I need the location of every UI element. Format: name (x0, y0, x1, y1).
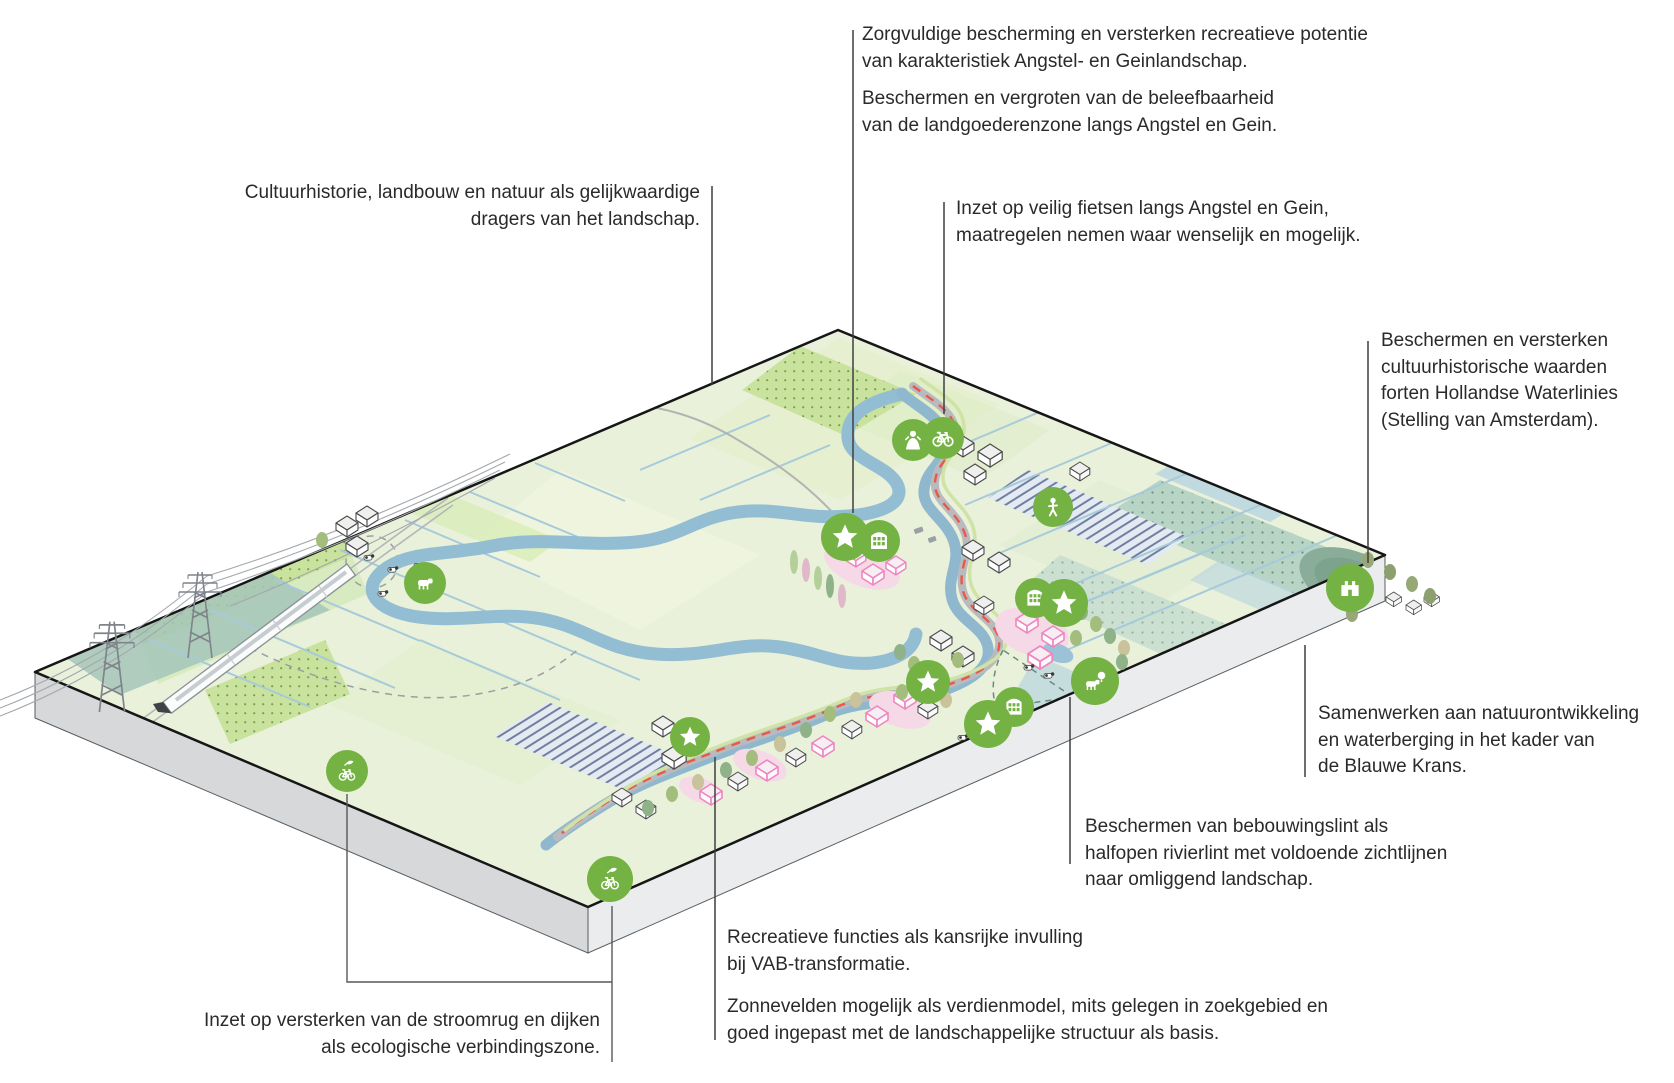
estate-icon (858, 520, 900, 562)
star-recreation-icon (1040, 579, 1088, 627)
annotation-blauwe-krans: Samenwerken aan natuurontwikkeling en wa… (1318, 703, 1640, 777)
annotation-vab-transformatie: Recreatieve functies als kansrijke invul… (727, 927, 1083, 975)
cow-icon (404, 562, 446, 604)
annotation-stroomrug: Inzet op versterken van de stroomrug en … (203, 1010, 600, 1058)
star-recreation-icon (670, 717, 710, 757)
map-icon-layer (326, 417, 1374, 902)
leader-stroomrug-a (346, 794, 612, 983)
annotation-landgoederenzone: Beschermen en vergroten van de beleefbaa… (862, 88, 1278, 136)
annotation-bebouwingslint: Beschermen van bebouwingslint als halfop… (1085, 816, 1448, 890)
train-icon (153, 563, 357, 714)
annotation-forten-waterlinies: Beschermen en versterken cultuurhistoris… (1381, 330, 1618, 431)
annotation-veilig-fietsen: Inzet op veilig fietsen langs Angstel en… (956, 198, 1361, 246)
annotation-zonnevelden: Zonnevelden mogelijk als verdienmodel, m… (727, 996, 1328, 1044)
star-recreation-icon (906, 660, 950, 704)
bicycle-leaf-icon (326, 750, 368, 792)
fort-icon (1326, 564, 1374, 612)
bicycle-icon (922, 417, 964, 459)
map-outline (33, 328, 1387, 909)
hatched-zones (494, 470, 1188, 791)
cyclist-icon (892, 419, 934, 461)
power-lines (0, 453, 511, 717)
star-recreation-icon (821, 513, 869, 561)
cow-pasture-icon (1071, 657, 1119, 705)
walker-icon (1033, 487, 1073, 527)
bicycle-leaf-icon (587, 856, 633, 902)
annotation-recreatieve-potentie: Zorgvuldige bescherming en versterken re… (862, 24, 1368, 72)
star-recreation-icon (964, 700, 1012, 748)
annotation-cultuurhistorie: Cultuurhistorie, landbouw en natuur als … (244, 182, 700, 230)
leader-lines (346, 30, 1369, 1062)
